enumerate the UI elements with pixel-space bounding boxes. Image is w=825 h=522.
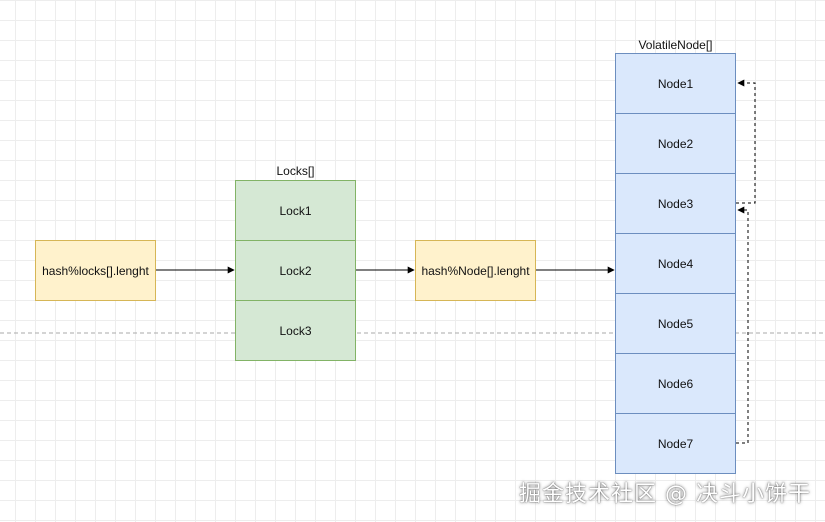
node-label: Node1 [657, 76, 694, 91]
hash-node-label: hash%Node[].lenght [421, 263, 530, 278]
node-cell-1: Node1 [615, 53, 736, 114]
lock-label: Lock1 [279, 203, 312, 218]
hash-node-box: hash%Node[].lenght [415, 240, 536, 301]
node-label: Node4 [657, 256, 694, 271]
lock-label: Lock3 [279, 323, 312, 338]
hash-locks-box: hash%locks[].lenght [35, 240, 156, 301]
node-cell-4: Node4 [615, 233, 736, 294]
lock-cell-1: Lock1 [235, 180, 356, 241]
node-cell-2: Node2 [615, 113, 736, 174]
node-label: Node6 [657, 376, 694, 391]
dashed-link-node7-to-node3 [736, 206, 749, 444]
lock-cell-3: Lock3 [235, 300, 356, 361]
dashed-link-node3-to-node1 [736, 79, 756, 204]
node-cell-3: Node3 [615, 173, 736, 234]
node-cell-7: Node7 [615, 413, 736, 474]
locks-title: Locks[] [276, 164, 315, 178]
node-label: Node2 [657, 136, 694, 151]
node-label: Node3 [657, 196, 694, 211]
hash-locks-label: hash%locks[].lenght [42, 263, 149, 278]
watermark: 掘金技术社区 @ 决斗小饼干 [519, 482, 811, 507]
node-cell-6: Node6 [615, 353, 736, 414]
node-label: Node5 [657, 316, 694, 331]
lock-label: Lock2 [279, 263, 312, 278]
nodes-title: VolatileNode[] [638, 38, 713, 52]
node-cell-5: Node5 [615, 293, 736, 354]
lock-cell-2: Lock2 [235, 240, 356, 301]
node-label: Node7 [657, 436, 694, 451]
